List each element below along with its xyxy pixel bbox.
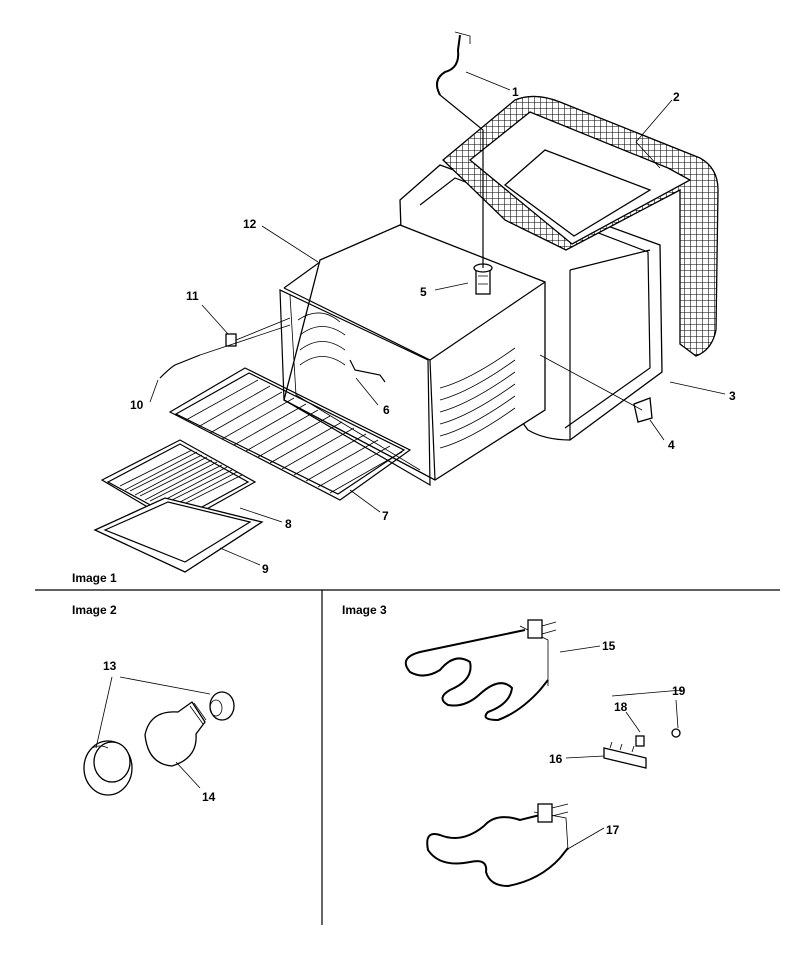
callout-8: 8	[285, 517, 292, 531]
callout-10: 10	[130, 398, 144, 412]
callout-16: 16	[549, 752, 563, 766]
element-screw	[671, 728, 681, 738]
image3-group: Image 3	[342, 603, 686, 888]
small-bracket	[225, 317, 291, 347]
callout-3: 3	[729, 389, 736, 403]
rack-supports	[297, 312, 346, 366]
callout-12: 12	[243, 217, 257, 231]
lamp-lens-cover	[83, 740, 133, 796]
insulation-blanket	[442, 95, 719, 357]
callout-17: 17	[606, 823, 620, 837]
callout-1: 1	[512, 85, 519, 99]
image2-leaders	[95, 676, 211, 789]
image1-leaders	[149, 71, 726, 566]
sensor-fitting	[473, 263, 493, 295]
callout-2: 2	[673, 90, 680, 104]
callout-7: 7	[382, 509, 389, 523]
section-label-image1: Image 1	[72, 571, 117, 585]
section-label-image3: Image 3	[342, 603, 387, 617]
callout-15: 15	[602, 639, 616, 653]
callout-11: 11	[186, 289, 199, 303]
light-bulb	[144, 701, 207, 767]
callout-4: 4	[668, 438, 675, 452]
image3-leaders	[559, 645, 683, 851]
oven-rack	[168, 367, 412, 501]
callout-18: 18	[614, 700, 628, 714]
inner-bracket	[349, 359, 386, 383]
broiler-pan	[93, 497, 264, 573]
terminal-block	[603, 741, 647, 769]
bake-element	[404, 619, 557, 722]
clip-part	[539, 354, 653, 423]
callout-9: 9	[262, 562, 269, 576]
callout-14: 14	[202, 790, 216, 804]
retaining-pin	[159, 324, 291, 379]
section-dividers	[35, 589, 780, 925]
section-label-image2: Image 2	[72, 603, 117, 617]
callout-6: 6	[383, 403, 390, 417]
image1-group: 1 2 3 4 5 6 7 8 9 10 11 12 Image 1	[72, 31, 736, 585]
callout-19: 19	[672, 684, 686, 698]
broil-element	[426, 803, 569, 888]
callout-5: 5	[420, 285, 427, 299]
image2-group: Image 2 13 14	[72, 603, 235, 804]
sensor-wire	[435, 31, 484, 268]
element-clip	[635, 735, 645, 747]
callout-13: 13	[103, 659, 117, 673]
liner-vents	[439, 347, 516, 449]
lamp-socket-sleeve	[209, 691, 235, 721]
